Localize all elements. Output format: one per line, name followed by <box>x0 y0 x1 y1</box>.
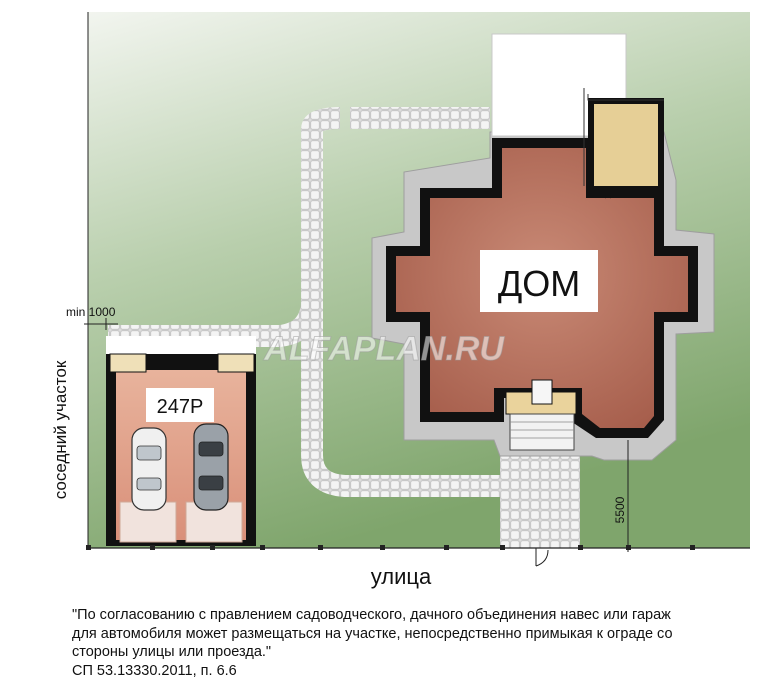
quote-reference: СП 53.13330.2011, п. 6.6 <box>72 662 237 679</box>
house-label: ДОМ <box>498 263 580 304</box>
dimension-setback-label: 5500 <box>613 496 627 523</box>
dimension-min-label: min 1000 <box>66 305 116 319</box>
dimension-setback <box>622 440 634 552</box>
regulation-quote: "По согласованию с правлением садоводчес… <box>72 606 762 680</box>
street-label: улица <box>371 564 432 589</box>
quote-line-1: "По согласованию с правлением садоводчес… <box>72 607 671 623</box>
veranda-door <box>597 189 619 199</box>
quote-line-3: стороны улицы или проезда." <box>72 644 272 660</box>
entrance-steps <box>509 413 575 451</box>
quote-line-2: для автомобиля может размещаться на учас… <box>72 625 673 642</box>
garage-gate-left <box>119 501 177 543</box>
garage-label-box <box>146 388 214 422</box>
garage-top-recess <box>106 336 256 354</box>
watermark: ALFAPLAN.RU <box>263 330 505 368</box>
wicket-gate <box>535 548 549 567</box>
garage-storage-right <box>217 353 255 373</box>
car-right <box>193 423 229 511</box>
garage-storage-left <box>109 353 147 373</box>
car-left <box>131 427 167 511</box>
veranda-floor <box>594 104 658 186</box>
garage-label: 247Р <box>157 396 204 418</box>
site-plan: ДОМ 247Р min 1000 5500 <box>51 12 750 589</box>
house-label-box <box>480 250 598 312</box>
vestibule <box>531 379 553 405</box>
paved-path <box>108 107 580 548</box>
dimension-min <box>84 318 118 330</box>
veranda-steps <box>583 88 664 186</box>
neighbor-label: соседний участок <box>51 360 70 499</box>
